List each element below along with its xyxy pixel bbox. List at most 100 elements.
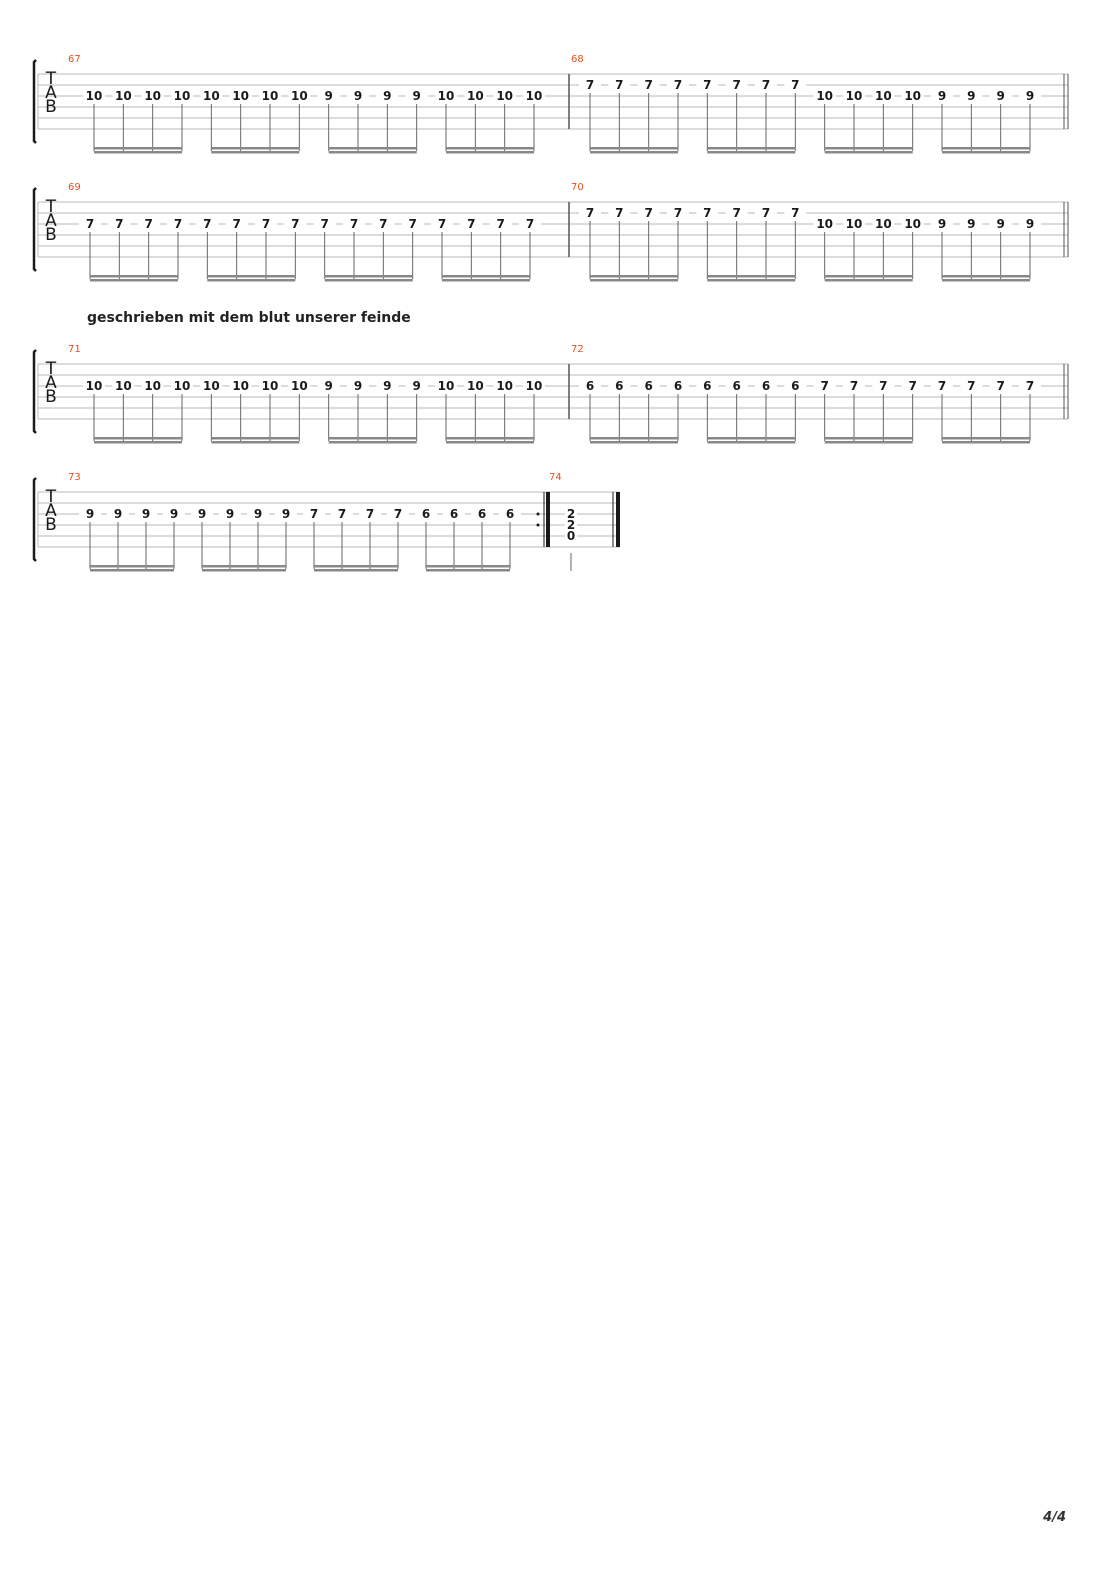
fret-number: 7: [762, 78, 770, 92]
beam: [211, 437, 300, 440]
beam: [942, 275, 1030, 278]
fret-number: 9: [254, 507, 262, 521]
page-number: 4/4: [1043, 1510, 1066, 1525]
measure-number: 67: [68, 54, 81, 65]
fret-number: 9: [996, 217, 1004, 231]
fret-background: [608, 380, 631, 392]
fret-background: [317, 90, 340, 102]
fret-background: [784, 79, 807, 91]
fret-background: [843, 90, 865, 102]
fret-number: 10: [467, 379, 484, 393]
fret-number: 9: [1026, 89, 1034, 103]
fret-background: [565, 530, 577, 542]
fret-background: [415, 508, 437, 520]
measure-number: 74: [549, 472, 562, 483]
fret-background: [667, 380, 689, 392]
fret-number: 10: [846, 217, 863, 231]
fret-background: [667, 79, 689, 91]
fret-number: 7: [350, 217, 358, 231]
fret-number: 7: [310, 507, 318, 521]
fret-background: [843, 380, 865, 392]
fret-number: 10: [438, 379, 455, 393]
fret-background: [443, 508, 465, 520]
fret-background: [359, 508, 381, 520]
fret-number: 9: [1026, 217, 1034, 231]
beam: [90, 279, 178, 282]
fret-number: 10: [86, 379, 103, 393]
fret-number: 10: [115, 379, 132, 393]
fret-background: [755, 79, 777, 91]
fret-background: [376, 380, 399, 392]
fret-number: 7: [394, 507, 402, 521]
fret-background: [313, 218, 336, 230]
beam: [211, 151, 300, 154]
system-bracket: [32, 349, 37, 434]
beam: [328, 147, 417, 150]
beam: [824, 275, 913, 278]
fret-number: 10: [232, 379, 249, 393]
fret-background: [637, 207, 660, 219]
fret-number: 7: [850, 379, 858, 393]
beam: [328, 437, 417, 440]
beam: [446, 147, 534, 150]
fret-background: [255, 218, 277, 230]
beam: [446, 441, 534, 444]
fret-background: [489, 218, 512, 230]
beam: [94, 437, 182, 440]
fret-number: 9: [114, 507, 122, 521]
fret-number: 7: [703, 206, 711, 220]
beam: [426, 565, 510, 568]
tab-clef-letter: T: [45, 487, 57, 507]
fret-number: 7: [996, 379, 1004, 393]
fret-background: [229, 380, 252, 392]
fret-number: 10: [291, 89, 308, 103]
repeat-dot: [536, 512, 540, 516]
fret-background: [112, 90, 135, 102]
fret-background: [259, 380, 281, 392]
fret-background: [725, 207, 748, 219]
fret-number: 7: [379, 217, 387, 231]
fret-number: 7: [86, 217, 94, 231]
fret-background: [813, 380, 836, 392]
beam: [324, 279, 413, 282]
fret-number: 7: [1026, 379, 1034, 393]
system-bracket: [32, 187, 37, 272]
fret-number: 7: [526, 217, 534, 231]
beam: [442, 275, 530, 278]
fret-background: [107, 508, 129, 520]
beam: [942, 437, 1030, 440]
fret-background: [931, 90, 953, 102]
beam: [211, 147, 300, 150]
fret-background: [259, 90, 281, 102]
fret-number: 9: [412, 89, 420, 103]
fret-number: 7: [144, 217, 152, 231]
fret-background: [347, 90, 369, 102]
chord-fret-number: 0: [567, 529, 575, 543]
fret-background: [135, 508, 157, 520]
fret-background: [565, 508, 577, 520]
fret-background: [608, 79, 631, 91]
fret-number: 10: [816, 217, 833, 231]
fret-number: 10: [203, 89, 220, 103]
fret-background: [579, 207, 601, 219]
fret-number: 9: [996, 89, 1004, 103]
fret-number: 6: [450, 507, 458, 521]
fret-background: [171, 90, 193, 102]
fret-number: 7: [703, 78, 711, 92]
fret-number: 10: [467, 89, 484, 103]
fret-number: 7: [967, 379, 975, 393]
fret-number: 10: [816, 89, 833, 103]
chord-fret-number: 2: [567, 518, 575, 532]
beam: [707, 275, 796, 278]
fret-number: 10: [496, 89, 513, 103]
system-bracket: [32, 477, 37, 562]
fret-background: [108, 218, 131, 230]
fret-number: 10: [174, 89, 191, 103]
fret-number: 10: [86, 89, 103, 103]
beam: [590, 437, 678, 440]
fret-number: 6: [478, 507, 486, 521]
lyric-text: geschrieben mit dem blut unserer feinde: [87, 310, 411, 326]
fret-background: [989, 380, 1012, 392]
fret-number: 10: [144, 89, 161, 103]
fret-number: 10: [904, 89, 921, 103]
